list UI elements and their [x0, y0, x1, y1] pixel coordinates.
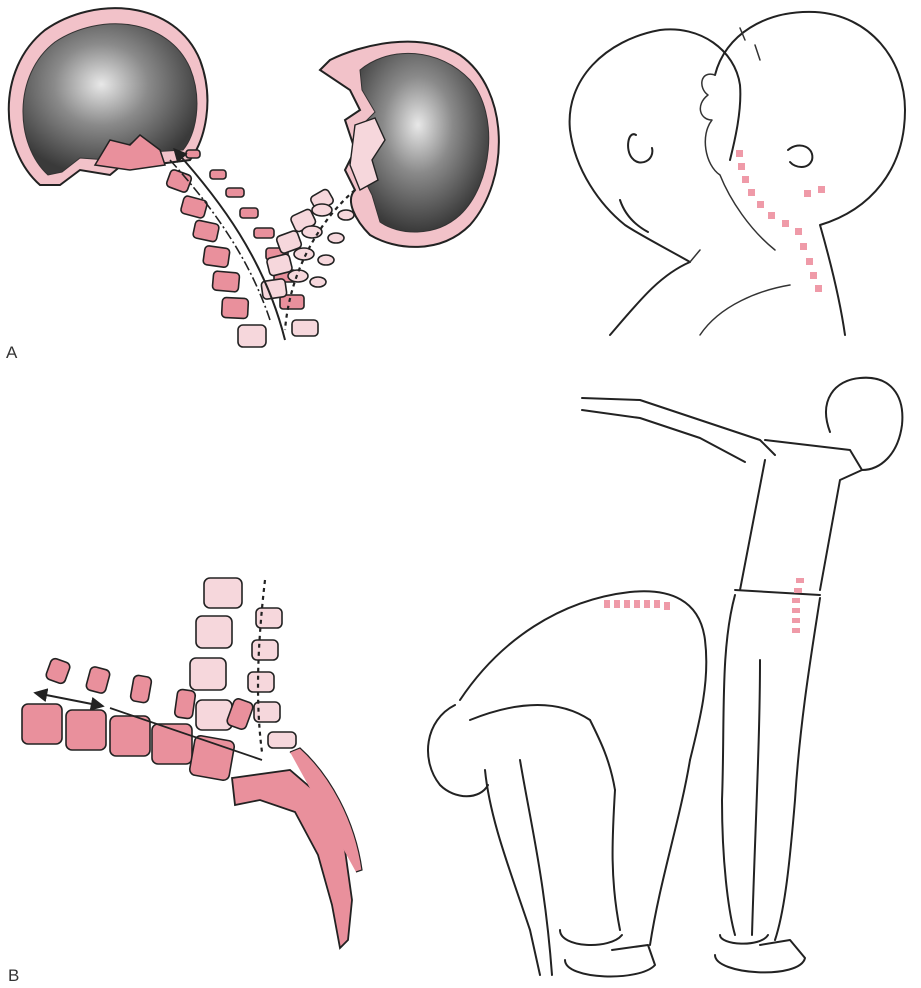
head-flexion-extension-figures [570, 12, 905, 335]
neck-pain-marks [736, 150, 825, 292]
cervical-vertebrae-extended [261, 188, 354, 336]
low-back-pain-marks [604, 578, 804, 633]
panel-label-b: B [8, 966, 19, 986]
lumbar-extension-dashed-line [258, 580, 265, 752]
forward-bend-figure [428, 591, 706, 976]
panel-label-a: A [6, 343, 17, 363]
panel-a-cervical-spine-diagram [9, 8, 499, 347]
skull-flexed [9, 8, 208, 185]
standing-extension-figure [582, 378, 902, 973]
bending-and-extending-figures [428, 378, 902, 977]
panel-b-lumbar-spine-diagram [22, 578, 362, 948]
